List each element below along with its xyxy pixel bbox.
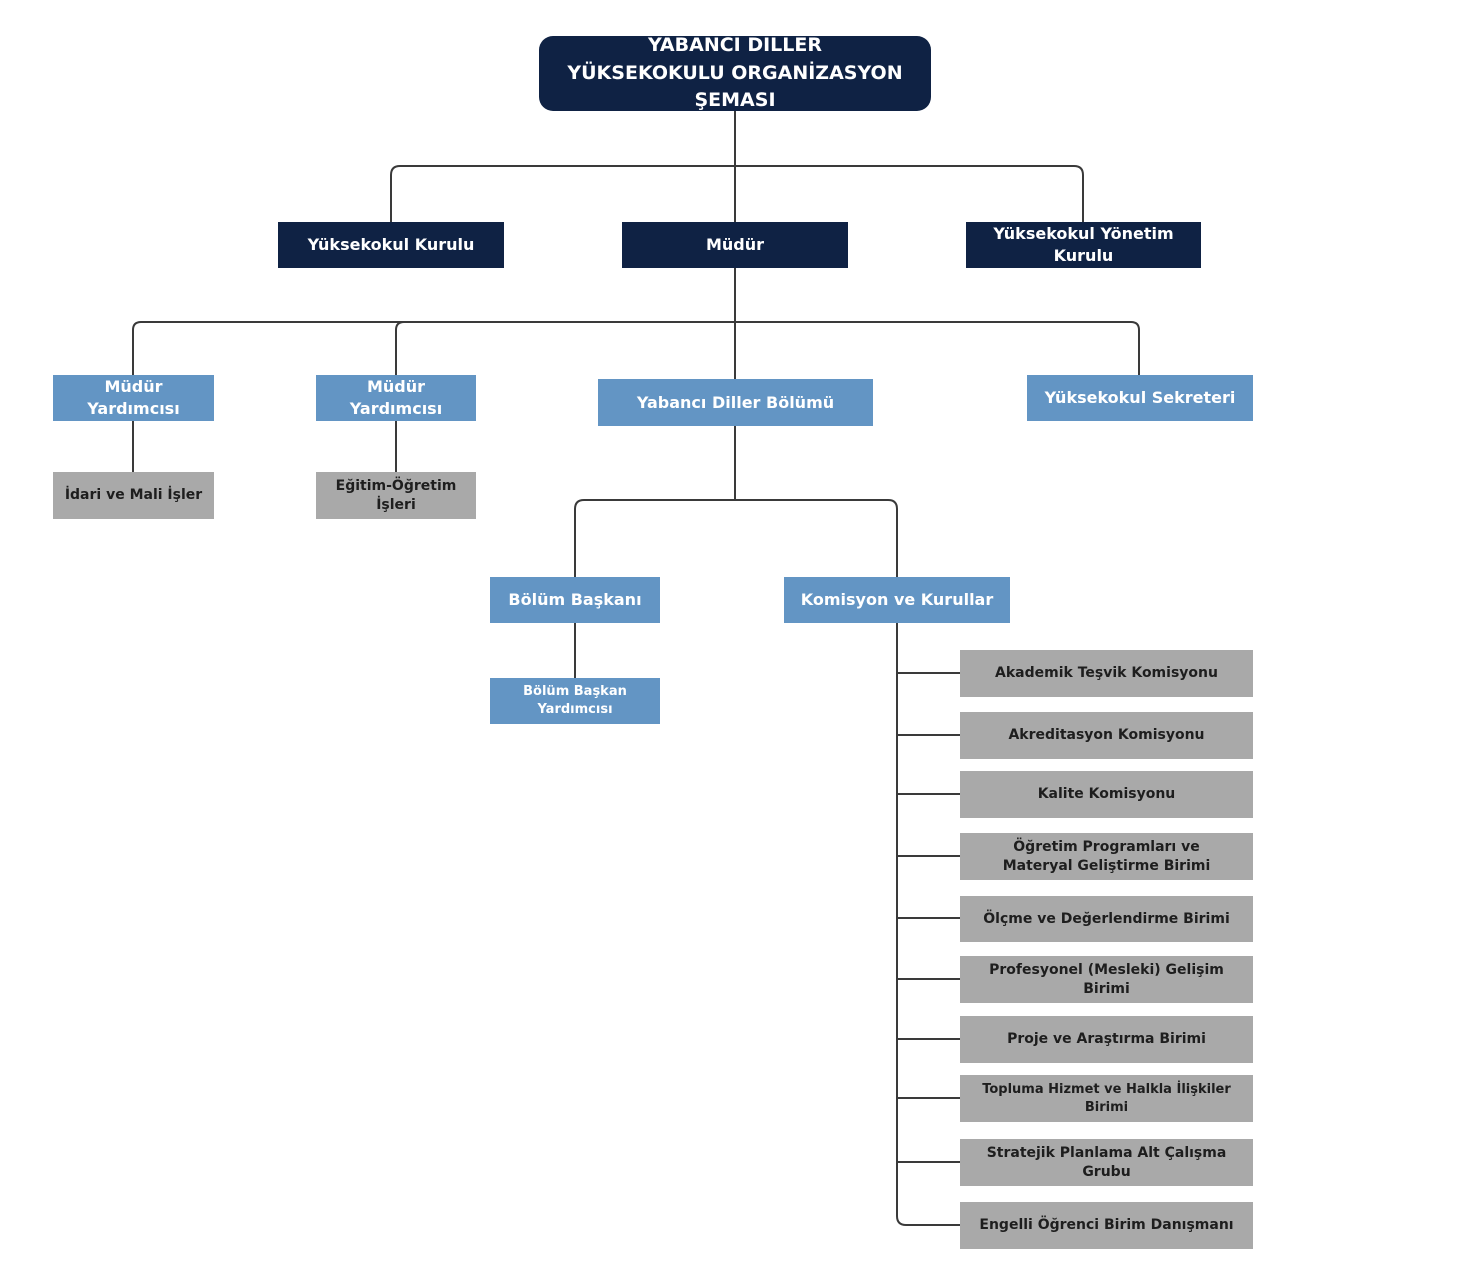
committee-item: Engelli Öğrenci Birim Danışmanı xyxy=(960,1202,1253,1249)
connector-to-deputy2 xyxy=(395,321,405,375)
node-yuksekokul-kurulu: Yüksekokul Kurulu xyxy=(278,222,504,268)
committee-item: Öğretim Programları ve Materyal Geliştir… xyxy=(960,833,1253,880)
node-idari-mali-isler: İdari ve Mali İşler xyxy=(53,472,214,519)
node-egitim-ogretim-isleri: Eğitim-Öğretim İşleri xyxy=(316,472,476,519)
connector-mid-bus xyxy=(132,321,1140,375)
node-komisyon-ve-kurullar: Komisyon ve Kurullar xyxy=(784,577,1010,623)
committee-item: Kalite Komisyonu xyxy=(960,771,1253,818)
chart-title: YABANCI DİLLER YÜKSEKOKULU ORGANİZASYON … xyxy=(539,34,931,111)
node-yonetim-kurulu: Yüksekokul Yönetim Kurulu xyxy=(966,222,1201,268)
node-mudur: Müdür xyxy=(622,222,848,268)
connector-committee-spine xyxy=(896,622,961,1226)
node-bolum-baskan-yardimcisi: Bölüm Başkan Yardımcısı xyxy=(490,678,660,724)
committee-item: Stratejik Planlama Alt Çalışma Grubu xyxy=(960,1139,1253,1186)
connector-dept-bus xyxy=(574,499,898,577)
node-yabanci-diller-bolumu: Yabancı Diller Bölümü xyxy=(598,379,873,426)
committee-item: Ölçme ve Değerlendirme Birimi xyxy=(960,896,1253,942)
committee-item: Proje ve Araştırma Birimi xyxy=(960,1016,1253,1063)
node-bolum-baskani: Bölüm Başkanı xyxy=(490,577,660,623)
committee-item: Akademik Teşvik Komisyonu xyxy=(960,650,1253,697)
connector-top-bus xyxy=(390,165,1084,222)
node-mudur-yardimcisi-2: Müdür Yardımcısı xyxy=(316,375,476,421)
committee-item: Profesyonel (Mesleki) Gelişim Birimi xyxy=(960,956,1253,1003)
node-yuksekokul-sekreteri: Yüksekokul Sekreteri xyxy=(1027,375,1253,421)
committee-item: Topluma Hizmet ve Halkla İlişkiler Birim… xyxy=(960,1075,1253,1122)
committee-item: Akreditasyon Komisyonu xyxy=(960,712,1253,759)
node-mudur-yardimcisi-1: Müdür Yardımcısı xyxy=(53,375,214,421)
